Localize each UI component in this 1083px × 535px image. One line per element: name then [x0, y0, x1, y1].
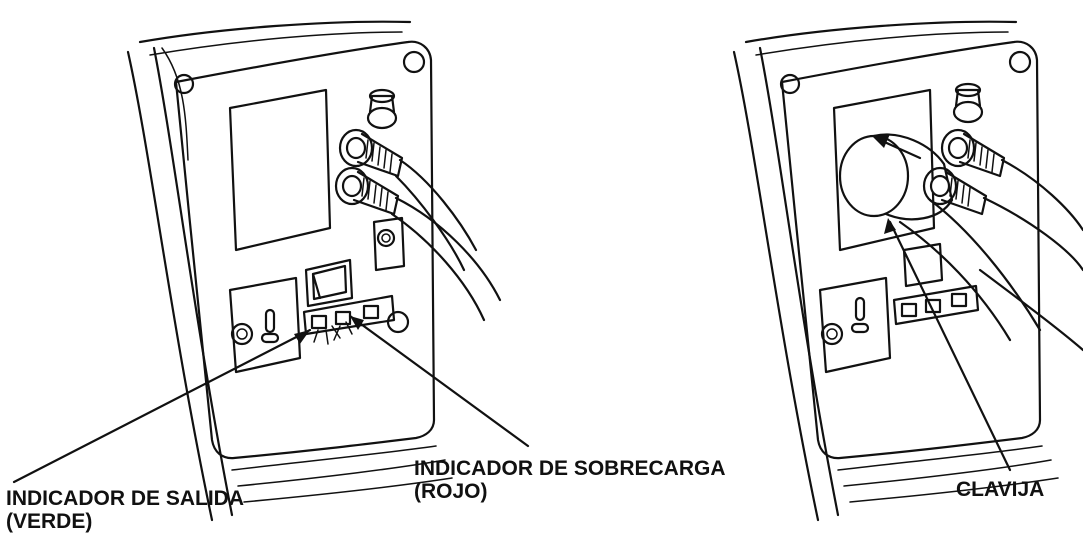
plug-label: CLAVIJA [956, 478, 1045, 501]
overload-indicator-label-line1: INDICADOR DE SOBRECARGA [414, 457, 726, 480]
dc-receptacle [366, 88, 398, 130]
screw-icon [173, 73, 195, 95]
left-generator-panel [12, 20, 530, 522]
ac-terminal-box [362, 304, 380, 320]
leader-line-plug [888, 220, 1012, 472]
plug-icon [838, 133, 1083, 352]
screw-icon [779, 73, 801, 95]
plug-icon [922, 166, 1083, 272]
screw-icon [402, 50, 426, 74]
output-indicator-lamp [310, 314, 328, 330]
switch-icon [304, 258, 354, 308]
output-indicator-label: INDICADOR DE SALIDA (VERDE) [6, 487, 244, 533]
output-indicator-label-line1: INDICADOR DE SALIDA [6, 487, 245, 510]
plug-icon [334, 166, 502, 322]
overload-indicator-label-line2: (ROJO) [414, 480, 488, 503]
indicator-strip [302, 294, 396, 336]
right-generator-panel [732, 20, 1083, 522]
output-indicator-label-line2: (VERDE) [6, 510, 93, 533]
leader-line-overload [348, 314, 530, 448]
switch-icon [902, 242, 944, 288]
screw-icon [386, 310, 410, 334]
screw-icon [1008, 50, 1032, 74]
dc-receptacle [952, 82, 984, 124]
overload-indicator-lamp [334, 310, 352, 326]
insert-arrow-icon [878, 138, 922, 160]
leader-line-output [12, 328, 312, 484]
overload-indicator-label: INDICADOR DE SOBRECARGA (ROJO) [414, 457, 726, 503]
plug-icon [940, 128, 1083, 232]
